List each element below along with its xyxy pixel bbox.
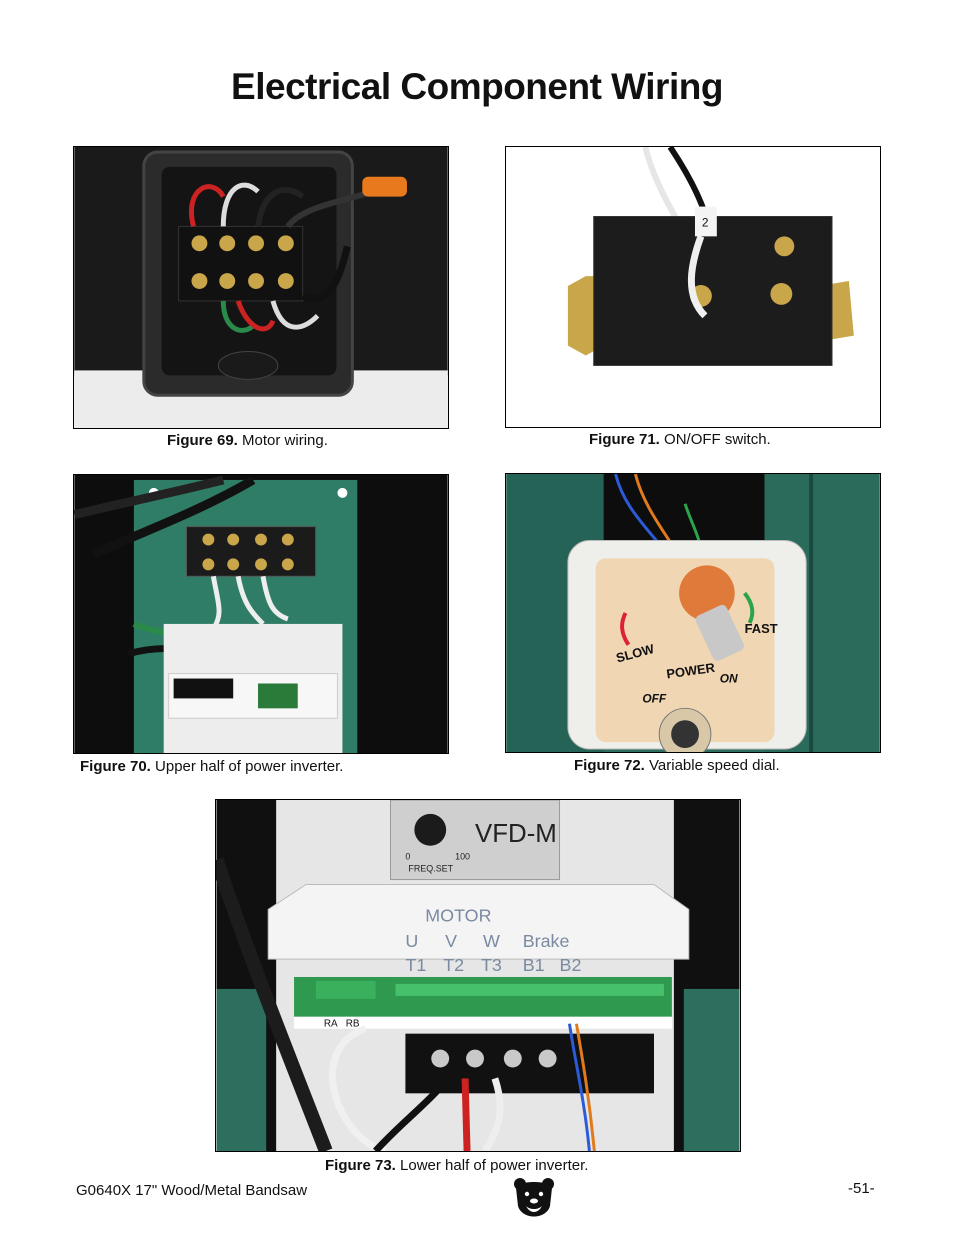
switch-wire-label: 2 — [702, 215, 709, 229]
inverter-max-label: 100 — [455, 852, 470, 862]
dial-on-label: ON — [720, 672, 738, 686]
footer-model: G0640X 17" Wood/Metal Bandsaw — [76, 1182, 308, 1199]
inverter-b2-label: B2 — [560, 955, 582, 975]
bear-logo-icon — [514, 1178, 554, 1217]
inverter-upper-image — [74, 475, 448, 753]
inverter-w-label: W — [483, 931, 500, 951]
inverter-rb-label: RB — [346, 1019, 360, 1030]
inverter-t2-label: T2 — [443, 955, 464, 975]
figure-69-label: Figure 69. — [167, 432, 238, 449]
figure-73-label: Figure 73. — [325, 1157, 396, 1174]
speed-dial-image: SLOW FAST POWER OFF ON — [506, 474, 880, 752]
inverter-brand-label: VFD-M — [475, 820, 557, 848]
figure-71-caption: Figure 71. ON/OFF switch. — [589, 431, 771, 448]
inverter-upper-photo — [73, 474, 449, 754]
figure-69-caption: Figure 69. Motor wiring. — [167, 432, 328, 449]
dial-off-label: OFF — [642, 691, 667, 705]
figure-72-label: Figure 72. — [574, 757, 645, 774]
inverter-freq-label: FREQ.SET — [408, 864, 453, 874]
dial-power-label: POWER — [666, 660, 717, 682]
figure-70-text: Upper half of power inverter. — [155, 758, 344, 775]
figure-73-caption: Figure 73. Lower half of power inverter. — [325, 1157, 588, 1174]
inverter-lower-photo: VFD-M 0 100 FREQ.SET MOTOR U V W Brake T… — [215, 799, 741, 1152]
motor-wiring-photo — [73, 146, 449, 429]
inverter-u-label: U — [405, 931, 418, 951]
page-number: -51- — [848, 1180, 875, 1197]
dial-fast-label: FAST — [745, 621, 778, 636]
inverter-t3-label: T3 — [481, 955, 502, 975]
inverter-brake-label: Brake — [523, 931, 570, 951]
inverter-v-label: V — [445, 931, 457, 951]
page-title: Electrical Component Wiring — [231, 66, 723, 107]
figure-70-caption: Figure 70. Upper half of power inverter. — [80, 758, 343, 775]
figure-69-text: Motor wiring. — [242, 432, 328, 449]
inverter-motor-label: MOTOR — [425, 905, 491, 925]
inverter-lower-image: VFD-M 0 100 FREQ.SET MOTOR U V W Brake T… — [216, 800, 740, 1151]
inverter-min-label: 0 — [405, 852, 410, 862]
figure-71-label: Figure 71. — [589, 431, 660, 448]
speed-dial-photo: SLOW FAST POWER OFF ON — [505, 473, 881, 753]
figure-71-text: ON/OFF switch. — [664, 431, 771, 448]
switch-photo: 2 — [505, 146, 881, 428]
switch-image: 2 — [506, 147, 880, 427]
figure-72-text: Variable speed dial. — [649, 757, 780, 774]
motor-wiring-image — [74, 147, 448, 428]
figure-73-text: Lower half of power inverter. — [400, 1157, 589, 1174]
figure-70-label: Figure 70. — [80, 758, 151, 775]
inverter-b1-label: B1 — [523, 955, 545, 975]
inverter-t1-label: T1 — [405, 955, 426, 975]
figure-72-caption: Figure 72. Variable speed dial. — [574, 757, 780, 774]
inverter-ra-label: RA — [324, 1019, 338, 1030]
